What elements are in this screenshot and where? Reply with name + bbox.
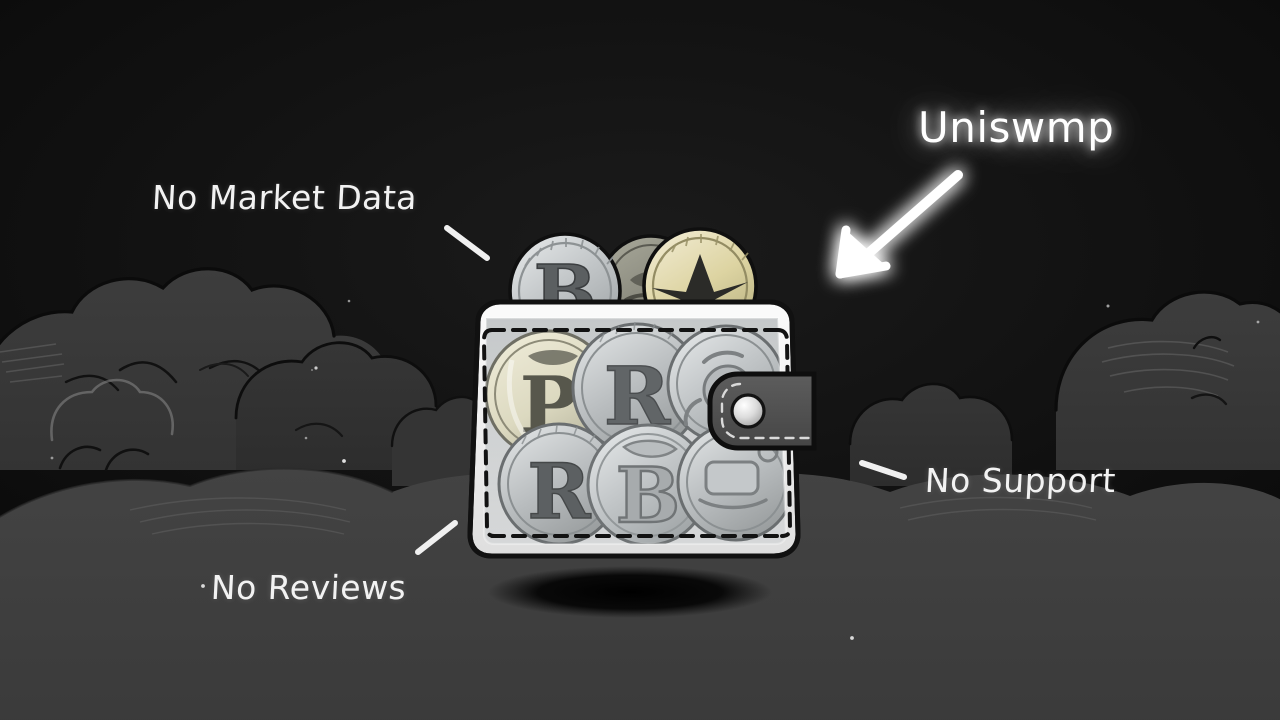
annotation-no-support: No Support bbox=[923, 461, 1117, 500]
page-title: Uniswmp bbox=[918, 103, 1115, 152]
coin-d-bottom bbox=[676, 422, 786, 542]
svg-text:R: R bbox=[527, 447, 591, 536]
coin-r-top: R bbox=[571, 321, 703, 454]
pointer-line-support bbox=[859, 460, 907, 480]
coins-front-group: P R bbox=[484, 321, 786, 544]
wallet-shadow bbox=[488, 566, 772, 618]
pointer-line-reviews bbox=[415, 520, 458, 555]
clasp-stitching bbox=[720, 382, 812, 440]
clasp-snap-button bbox=[730, 393, 766, 429]
annotation-no-market-data: No Market Data bbox=[150, 178, 419, 217]
coin-b-bottom: B bbox=[586, 423, 710, 544]
wallet-body: P R bbox=[467, 299, 801, 559]
svg-text:B: B bbox=[616, 451, 680, 540]
pointer-line-market bbox=[444, 225, 490, 261]
wallet-clasp bbox=[707, 371, 817, 451]
wallet-stitch-left bbox=[481, 328, 496, 538]
annotation-no-reviews: No Reviews bbox=[209, 568, 408, 607]
cloud-right-small bbox=[848, 382, 1014, 486]
cloud-left-mid bbox=[234, 341, 438, 470]
stars-group bbox=[50, 299, 1260, 640]
